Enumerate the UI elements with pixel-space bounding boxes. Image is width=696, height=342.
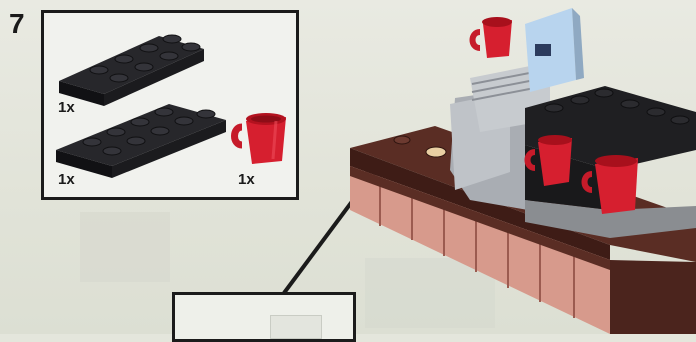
- instruction-page: 7 1x 1x: [0, 0, 696, 334]
- red-cup-on-model: [473, 17, 513, 58]
- lego-coffee-counter-model: [340, 0, 696, 334]
